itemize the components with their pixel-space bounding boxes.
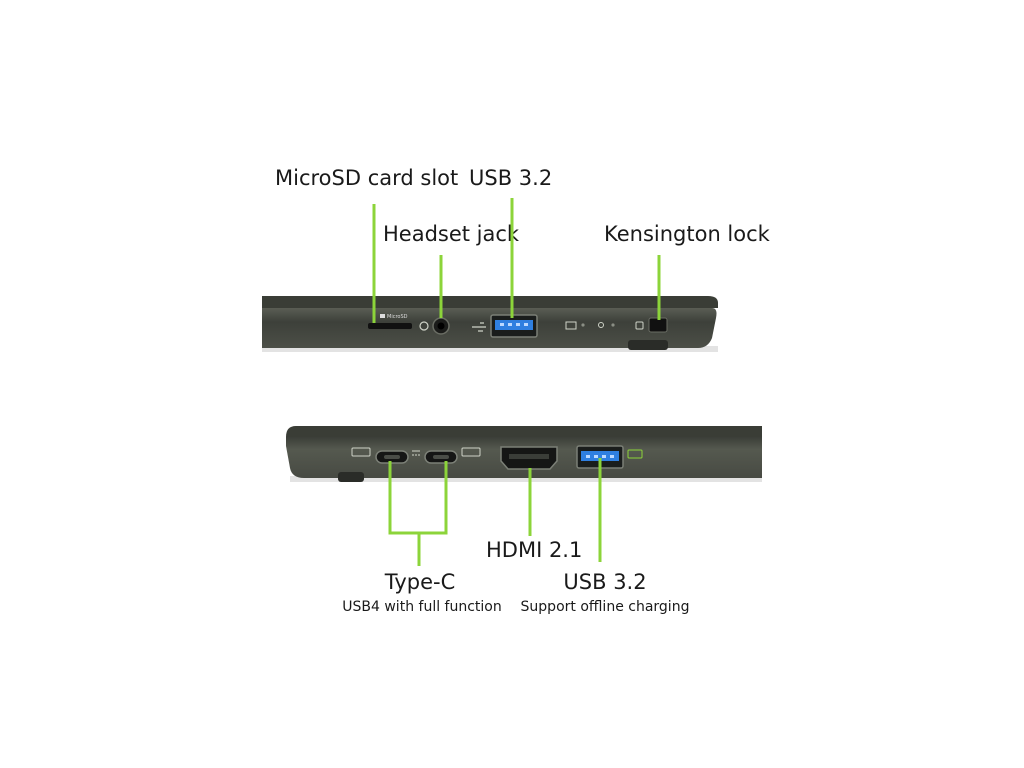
usb-a-pin [516,323,520,326]
power-light-icon [598,322,604,328]
laptop-bottom-shadow [290,476,762,482]
microsd-icon [380,314,385,318]
kensington-slot [648,317,668,333]
battery-led [581,323,585,327]
microsd-port-marking: MicroSD [387,314,408,320]
hdmi-contacts [509,454,549,459]
usb-a-tongue-bottom [581,451,619,461]
label-hdmi-2-1: HDMI 2.1 [486,538,583,562]
laptop-top-base [262,308,717,348]
laptop-top-lid [262,296,718,308]
usb-a-pin [594,455,598,458]
type-c-tongue-left [384,455,400,459]
usb4-icon-right [461,447,481,457]
headset-jack-hole [437,322,445,330]
label-usb-3-2-top: USB 3.2 [469,166,553,190]
headset-icon [419,321,429,331]
label-type-c: Type-C [384,570,456,594]
label-usb-offline-charging: Support offline charging [520,599,690,615]
leader-lines-bottom [388,458,602,566]
label-microsd-card-slot: MicroSD card slot [275,166,459,190]
laptop-bottom-foot [338,472,364,482]
laptop-bottom-lid [286,426,762,437]
usb-icon-top [472,322,486,332]
microsd-slot [368,323,412,329]
usb-a-pin [508,323,512,326]
lock-icon [635,321,644,330]
laptop-top-side-view: MicroSD [262,296,718,352]
usb4-icon-left [351,447,371,457]
label-kensington-lock: Kensington lock [604,222,770,246]
label-usb-3-2-bottom: USB 3.2 [563,570,647,594]
usb-a-pin [500,323,504,326]
offline-charging-icon [627,449,643,459]
usb-a-pin [524,323,528,326]
type-c-tongue-right [433,455,449,459]
laptop-bottom-side-view [286,426,762,482]
label-type-c-note: USB4 with full function [342,599,502,615]
usb-a-pin [602,455,606,458]
label-headset-jack: Headset jack [383,222,520,246]
battery-icon [565,321,577,330]
laptop-top-foot [628,340,668,350]
power-led [611,323,615,327]
usb-a-pin [610,455,614,458]
leader-lines-top [372,198,661,323]
usb-a-tongue-top [495,320,533,330]
laptop-top-shadow [262,346,718,352]
usb-a-pin [586,455,590,458]
